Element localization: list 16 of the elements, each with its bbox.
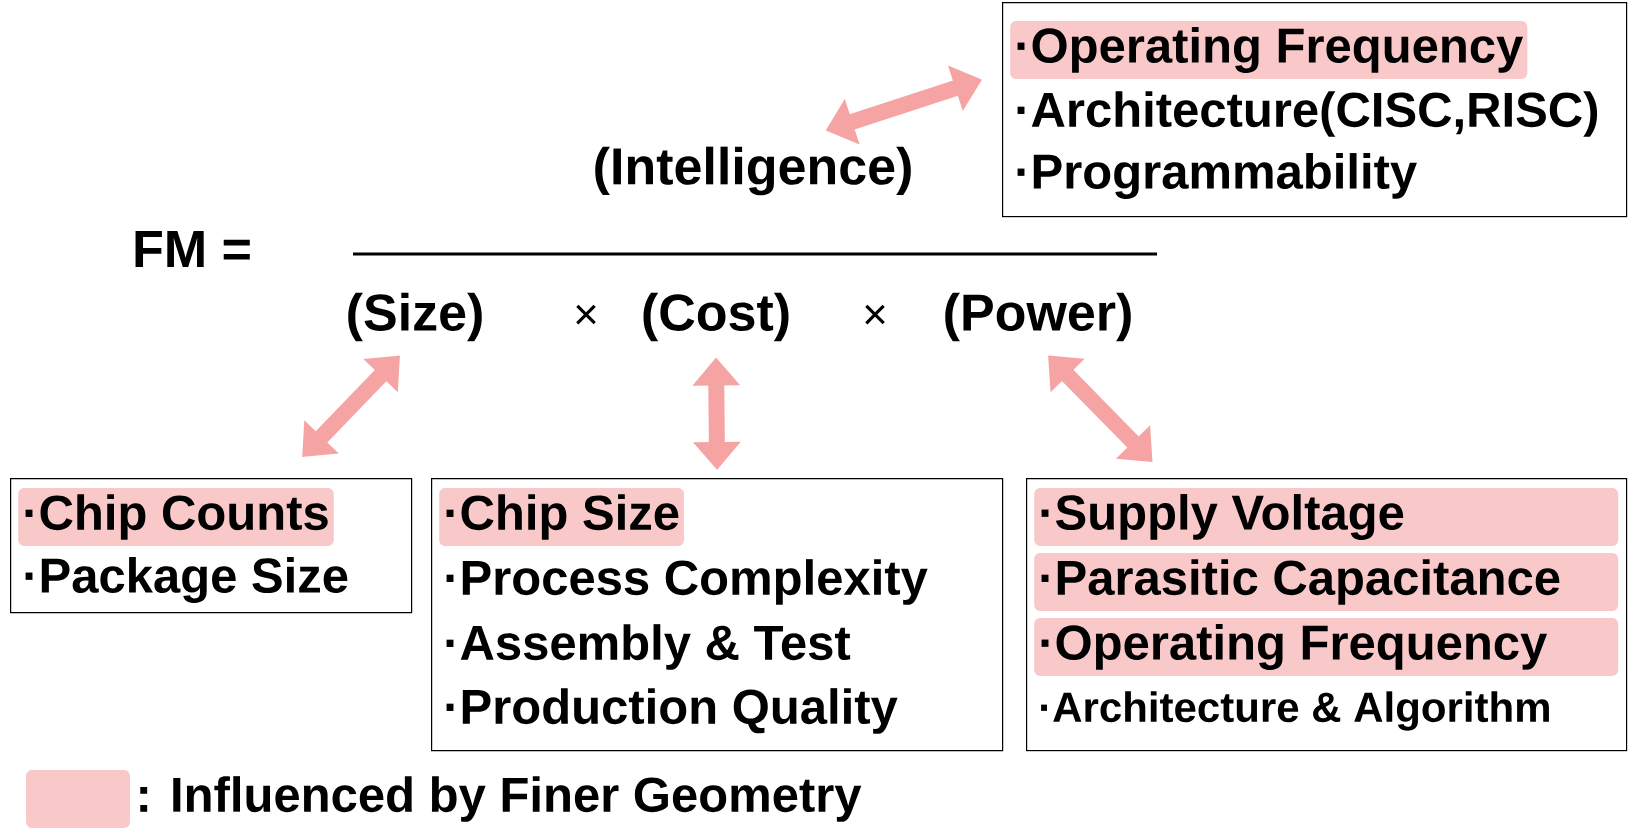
formula-text: FM = bbox=[135, 231, 250, 267]
formula-term: (Intelligence) bbox=[595, 146, 911, 196]
highlight-band: ·Supply Voltage bbox=[1034, 488, 1619, 546]
times-sign: × bbox=[865, 304, 885, 325]
highlight-band: ·Parasitic Capacitance bbox=[1034, 553, 1619, 611]
highlight-band: ·Chip Size bbox=[439, 488, 685, 546]
times-sign: × bbox=[576, 304, 596, 325]
double-arrow bbox=[302, 355, 400, 457]
formula-term: (Size) bbox=[348, 292, 482, 342]
formula-term: (Power) bbox=[945, 292, 1131, 342]
highlight-band: ·Operating Frequency bbox=[1010, 21, 1528, 79]
double-arrow bbox=[1048, 355, 1153, 462]
highlight-band: ·Chip Counts bbox=[18, 488, 334, 546]
formula-term: (Cost) bbox=[643, 292, 789, 342]
legend-text: : Influenced by Finer Geometry bbox=[140, 776, 862, 822]
highlight-band: ·Operating Frequency bbox=[1034, 618, 1619, 676]
